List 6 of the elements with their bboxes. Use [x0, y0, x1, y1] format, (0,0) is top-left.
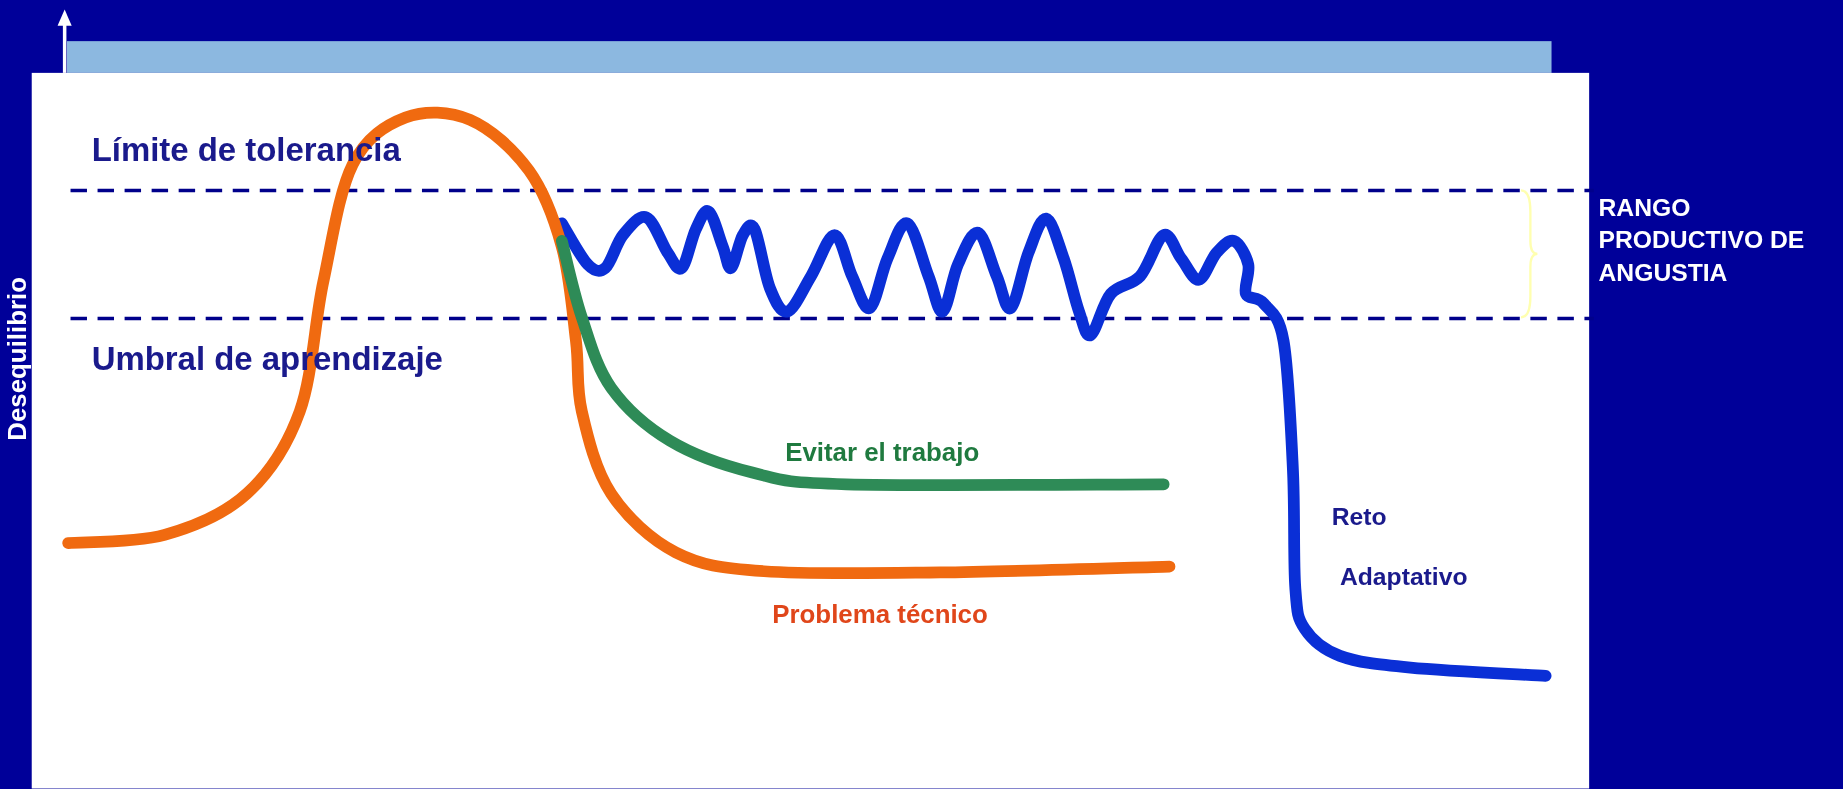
curve-label: Adaptativo: [1339, 563, 1468, 592]
curve-label: Reto: [1331, 503, 1387, 532]
curve-label: Problema técnico: [772, 599, 988, 630]
range-label: RANGO PRODUCTIVO DE ANGUSTIA: [1598, 192, 1806, 288]
curve-label: Evitar el trabajo: [785, 437, 980, 468]
axis-title: Desequilibrio: [2, 276, 33, 441]
